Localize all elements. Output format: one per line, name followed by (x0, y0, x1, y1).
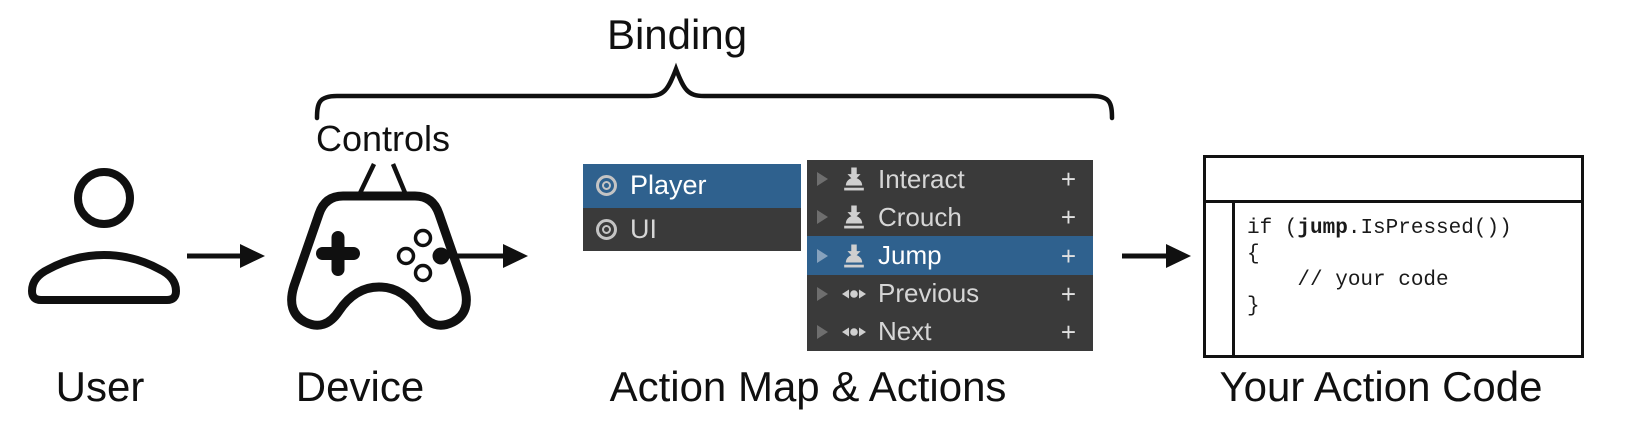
code-bold-token: jump (1297, 217, 1348, 240)
button-press-icon (844, 244, 864, 267)
button-press-icon (844, 205, 864, 229)
gamepad-icon (287, 191, 471, 330)
action-row-jump[interactable]: Jump + (807, 236, 1093, 275)
foldout-arrow-icon[interactable] (817, 172, 828, 187)
code-window: if (jump.IsPressed()) { // your code } (1203, 155, 1584, 358)
add-binding-button[interactable]: + (1060, 202, 1076, 233)
gamepad-body (287, 191, 471, 330)
action-map-label: Action Map & Actions (609, 363, 1007, 410)
code-window-body: if (jump.IsPressed()) { // your code } (1206, 203, 1581, 355)
code-line-4: } (1247, 295, 1260, 318)
action-code-label: Your Action Code (1219, 363, 1543, 410)
axis-icon (842, 289, 866, 299)
action-row-label: Crouch (878, 201, 962, 232)
action-map-panel: Player UI (583, 164, 801, 251)
binding-brace-icon (314, 62, 1115, 121)
action-map-row-ui[interactable]: UI (583, 207, 801, 251)
device-label: Device (295, 363, 425, 410)
controls-label: Controls (315, 118, 451, 159)
action-map-target-icon (596, 175, 617, 197)
add-binding-button[interactable]: + (1060, 316, 1076, 347)
arrow-user-to-device-icon (187, 244, 265, 268)
code-window-gutter (1206, 203, 1235, 355)
user-icon (28, 168, 180, 304)
code-snippet: if (jump.IsPressed()) { // your code } (1235, 203, 1512, 355)
action-row-label: Next (878, 316, 932, 347)
action-row-label: Jump (878, 240, 942, 270)
add-binding-button[interactable]: + (1060, 240, 1076, 271)
action-row-previous[interactable]: Previous + (807, 274, 1093, 313)
action-map-row-label: UI (630, 213, 657, 244)
arrow-actions-to-code-icon (1122, 244, 1191, 268)
action-row-next[interactable]: Next + (807, 312, 1093, 352)
action-row-interact[interactable]: Interact + (807, 160, 1093, 199)
foldout-arrow-icon[interactable] (817, 286, 828, 301)
action-row-label: Interact (878, 163, 965, 194)
code-line-1: if (jump.IsPressed()) (1247, 217, 1512, 240)
arrow-device-to-actionmap-icon (449, 244, 528, 268)
code-line-3: // your code (1247, 269, 1449, 292)
add-binding-button[interactable]: + (1060, 164, 1076, 195)
face-buttons-icon (396, 228, 450, 283)
foldout-arrow-icon[interactable] (817, 210, 828, 225)
add-binding-button[interactable]: + (1060, 278, 1076, 309)
axis-icon (842, 327, 866, 337)
action-map-row-player[interactable]: Player (583, 164, 801, 208)
binding-title: Binding (606, 11, 748, 58)
button-press-icon (844, 167, 864, 191)
action-row-crouch[interactable]: Crouch + (807, 198, 1093, 237)
foldout-arrow-icon[interactable] (817, 248, 828, 263)
action-row-label: Previous (878, 278, 980, 309)
actions-panel: Interact + Crouch + Jump + (807, 160, 1093, 352)
action-map-target-icon (596, 218, 617, 240)
dpad-icon (316, 231, 360, 276)
code-line-2: { (1247, 243, 1260, 266)
foldout-arrow-icon[interactable] (817, 324, 828, 339)
code-window-titlebar (1206, 158, 1581, 203)
action-map-row-label: Player (630, 170, 707, 201)
user-label: User (55, 363, 145, 410)
